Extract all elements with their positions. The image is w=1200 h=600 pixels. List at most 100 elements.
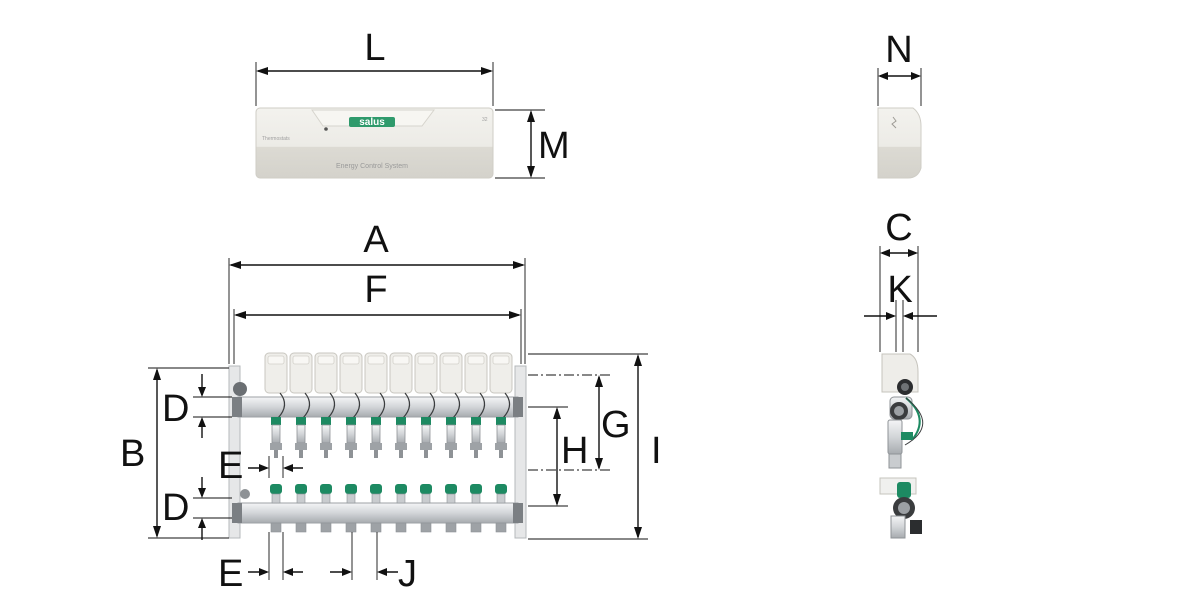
actuator-cap bbox=[367, 355, 385, 365]
dimension-label-F: F bbox=[364, 269, 387, 311]
actuator-cable bbox=[502, 392, 511, 419]
return-valve-cap bbox=[420, 484, 432, 494]
return-valve-cap bbox=[495, 484, 507, 494]
flow-outlet-pipe bbox=[421, 424, 431, 444]
dimension-D-bottom: D bbox=[162, 477, 232, 540]
dimension-label-N: N bbox=[885, 29, 912, 71]
dimension-label-J: J bbox=[398, 553, 417, 595]
return-valve-body bbox=[471, 493, 481, 504]
dimension-label-E-mid: E bbox=[218, 445, 243, 487]
dimension-E-mid: E bbox=[218, 445, 303, 487]
dimension-K: K bbox=[864, 269, 937, 352]
actuator-cap bbox=[292, 355, 310, 365]
flow-meter-collar bbox=[396, 417, 406, 425]
dimension-label-H: H bbox=[561, 430, 588, 472]
actuator-cap bbox=[417, 355, 435, 365]
actuator-cap bbox=[317, 355, 335, 365]
flow-meter-collar bbox=[471, 417, 481, 425]
return-outlet-nut bbox=[470, 522, 482, 533]
return-outlet-nut bbox=[295, 522, 307, 533]
flow-outlet-tail bbox=[299, 450, 303, 458]
return-outlet-nut bbox=[495, 522, 507, 533]
dimension-label-I: I bbox=[651, 430, 662, 472]
return-valve-body bbox=[296, 493, 306, 504]
actuator-cable bbox=[352, 392, 361, 419]
return-valve-cap bbox=[370, 484, 382, 494]
flow-outlet-tail bbox=[499, 450, 503, 458]
return-valve-body bbox=[371, 493, 381, 504]
flow-meter-collar bbox=[296, 417, 306, 425]
flow-meter-collar bbox=[421, 417, 431, 425]
dimension-G: G bbox=[528, 374, 631, 471]
flow-outlet-pipe bbox=[271, 424, 281, 444]
flow-outlet-nut bbox=[320, 443, 332, 450]
actuator-cable bbox=[302, 392, 311, 419]
dimension-A: A bbox=[228, 219, 526, 364]
dimension-J: J bbox=[330, 532, 417, 595]
flow-outlet-tail bbox=[474, 450, 478, 458]
dimension-label-C: C bbox=[885, 207, 912, 249]
dimension-D-top: D bbox=[162, 374, 232, 438]
actuator-cable bbox=[452, 392, 461, 419]
controller-model-text: Thermostats bbox=[262, 136, 290, 142]
flow-outlet-nut bbox=[420, 443, 432, 450]
flow-meter-collar bbox=[346, 417, 356, 425]
return-valve-cap bbox=[395, 484, 407, 494]
flow-outlet-pipe bbox=[471, 424, 481, 444]
flow-outlet-tail bbox=[324, 450, 328, 458]
return-outlet-nut bbox=[320, 522, 332, 533]
return-outlet-nut bbox=[370, 522, 382, 533]
flow-outlet-tail bbox=[449, 450, 453, 458]
controller-side-view bbox=[877, 107, 922, 179]
return-outlet-nut bbox=[395, 522, 407, 533]
flow-outlet-tail bbox=[349, 450, 353, 458]
dimension-label-L: L bbox=[364, 27, 385, 69]
flow-outlet-pipe bbox=[346, 424, 356, 444]
left-end-fittings bbox=[232, 382, 250, 523]
dimension-F: F bbox=[233, 269, 522, 364]
flow-outlet-pipe bbox=[446, 424, 456, 444]
flow-outlet-nut bbox=[445, 443, 457, 450]
return-valve-cap bbox=[345, 484, 357, 494]
return-valve-cap bbox=[320, 484, 332, 494]
actuator-cable bbox=[402, 392, 411, 419]
flow-meter-collar bbox=[371, 417, 381, 425]
dimension-I: I bbox=[528, 353, 662, 540]
flow-outlet-pipe bbox=[396, 424, 406, 444]
dimension-M: M bbox=[495, 109, 570, 179]
status-led bbox=[324, 127, 328, 131]
dimension-E-bottom: E bbox=[218, 532, 303, 595]
return-valve-cap bbox=[295, 484, 307, 494]
dimension-label-A: A bbox=[363, 219, 389, 261]
flow-meter-collar bbox=[496, 417, 506, 425]
manifold-front-view bbox=[228, 352, 527, 539]
right-bracket bbox=[514, 365, 527, 539]
flow-meter-collar bbox=[321, 417, 331, 425]
controller-front-view: salus Thermostats 32 Energy Control Syst… bbox=[255, 107, 494, 179]
return-valve-body bbox=[271, 493, 281, 504]
return-valve-body bbox=[496, 493, 506, 504]
dimension-H: H bbox=[528, 406, 588, 507]
dimension-label-E-bottom: E bbox=[218, 553, 243, 595]
flow-outlet-tail bbox=[424, 450, 428, 458]
dimension-label-D-bottom: D bbox=[162, 487, 189, 529]
return-outlet-nut bbox=[420, 522, 432, 533]
actuator-cap bbox=[392, 355, 410, 365]
dimension-label-G: G bbox=[601, 404, 631, 446]
flow-bar bbox=[237, 396, 519, 418]
brand-logo-text: salus bbox=[359, 117, 385, 128]
actuator-cap bbox=[267, 355, 285, 365]
flow-outlet-pipe bbox=[296, 424, 306, 444]
flow-outlet-pipe bbox=[321, 424, 331, 444]
flow-outlet-tail bbox=[274, 450, 278, 458]
return-valve-body bbox=[346, 493, 356, 504]
flow-outlet-pipe bbox=[371, 424, 381, 444]
return-valve-body bbox=[396, 493, 406, 504]
return-bar bbox=[237, 502, 519, 524]
flow-outlet-nut bbox=[270, 443, 282, 450]
controller-zone-count: 32 bbox=[482, 117, 488, 123]
dimension-C: C bbox=[879, 207, 919, 352]
return-valve-body bbox=[421, 493, 431, 504]
zone-outlets bbox=[264, 352, 513, 533]
